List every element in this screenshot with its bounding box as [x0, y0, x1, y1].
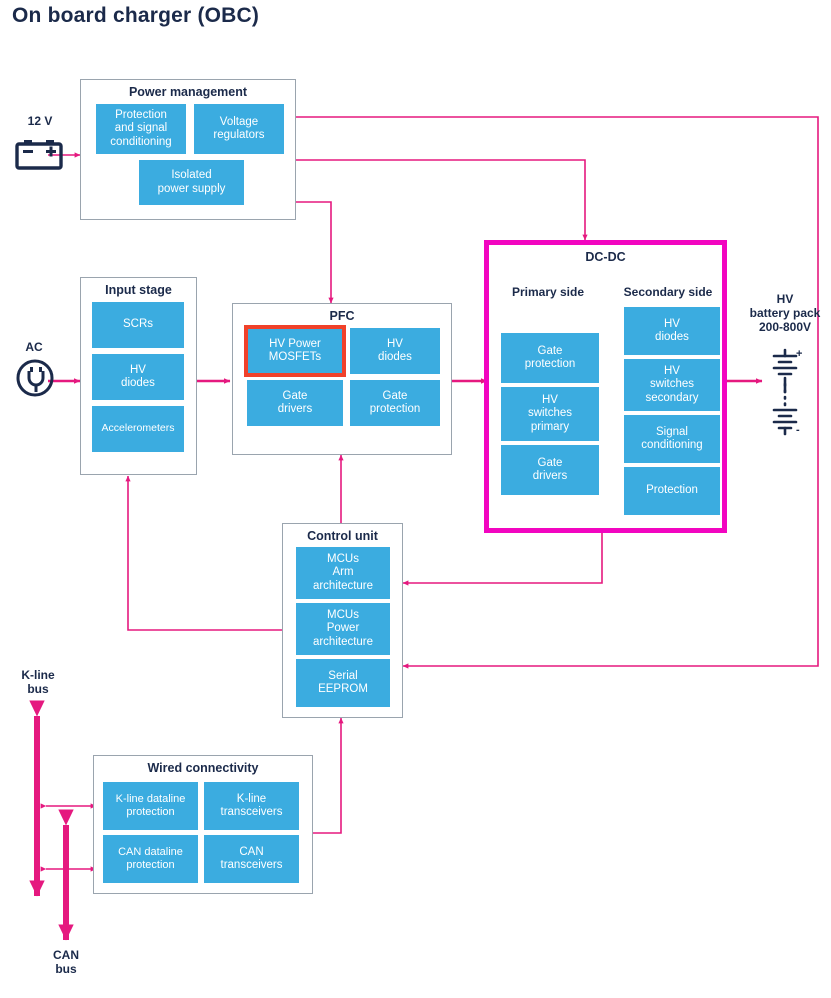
hv-battery-pack-label: HV battery pack 200-800V	[742, 292, 828, 334]
block-label: Protection	[646, 484, 698, 497]
block-label: MCUs Power architecture	[312, 608, 374, 648]
group-control-unit-title: Control unit	[307, 529, 378, 543]
block-accelerometers[interactable]: Accelerometers	[92, 406, 184, 452]
block-hv-switches-primary[interactable]: HV switches primary	[501, 387, 599, 441]
block-label: Protection and signal conditioning	[110, 108, 172, 148]
page-title: On board charger (OBC)	[12, 4, 260, 27]
hv-battery-line-2: battery pack	[749, 306, 821, 320]
group-wired-connectivity-title: Wired connectivity	[147, 761, 259, 775]
block-serial-eeprom[interactable]: Serial EEPROM	[296, 659, 390, 707]
group-pfc: PFC HV Power MOSFETs HV diodes Gate driv…	[232, 303, 452, 455]
block-label: HV switches secondary	[645, 364, 699, 404]
block-label: Accelerometers	[101, 422, 175, 435]
block-label: Voltage regulators	[213, 115, 265, 142]
block-can-dataline-protection[interactable]: CAN dataline protection	[103, 835, 198, 883]
block-scrs[interactable]: SCRs	[92, 302, 184, 348]
block-label: Gate drivers	[532, 456, 568, 483]
block-hv-diodes[interactable]: HV diodes	[350, 328, 440, 374]
block-k-line-dataline-protection[interactable]: K-line dataline protection	[103, 782, 198, 830]
can-bus-line-2: bus	[55, 962, 77, 976]
dc-input-label: 12 V	[27, 114, 53, 128]
block-k-line-transceivers[interactable]: K-line transceivers	[204, 782, 299, 830]
block-label: Serial EEPROM	[318, 669, 368, 696]
k-line-bus-line-2: bus	[27, 682, 49, 696]
svg-text:-: -	[796, 424, 800, 436]
ac-input-label: AC	[25, 340, 43, 354]
block-label: HV diodes	[655, 317, 689, 344]
block-label: Signal conditioning	[641, 425, 703, 452]
block-label: K-line transceivers	[220, 792, 283, 819]
block-label: Gate protection	[524, 344, 576, 371]
hv-battery-line-3: 200-800V	[758, 320, 812, 334]
group-input-stage-title: Input stage	[105, 283, 172, 297]
block-label: HV diodes	[378, 337, 412, 364]
block-mcus-power-architecture[interactable]: MCUs Power architecture	[296, 603, 390, 655]
group-dc-dc-title: DC-DC	[585, 250, 626, 264]
block-gate-drivers[interactable]: Gate drivers	[247, 380, 343, 426]
block-label: HV switches primary	[527, 393, 573, 433]
block-label: CAN dataline protection	[118, 845, 183, 872]
k-line-bus-line-1: K-line	[21, 668, 55, 682]
block-voltage-regulators[interactable]: Voltage regulators	[194, 104, 284, 154]
block-protection[interactable]: Protection	[624, 467, 720, 515]
ac-plug-icon	[16, 359, 54, 397]
dc-dc-secondary-side-title: Secondary side	[623, 285, 713, 299]
dc-dc-primary-side-title: Primary side	[511, 285, 585, 299]
battery-12v-icon	[15, 140, 63, 170]
block-hv-diodes[interactable]: HV diodes	[92, 354, 184, 400]
block-hv-switches-secondary[interactable]: HV switches secondary	[624, 359, 720, 411]
block-isolated-power-supply[interactable]: Isolated power supply	[139, 160, 244, 205]
block-gate-protection[interactable]: Gate protection	[501, 333, 599, 383]
group-input-stage: Input stage SCRs HV diodes Accelerometer…	[80, 277, 197, 475]
block-label: K-line dataline protection	[115, 792, 186, 819]
hv-battery-line-1: HV	[776, 292, 794, 306]
block-label: HV diodes	[121, 363, 155, 390]
block-label: SCRs	[122, 318, 154, 331]
group-power-management: Power management Protection and signal c…	[80, 79, 296, 220]
can-bus-label: CAN bus	[34, 948, 98, 976]
block-label: Gate drivers	[277, 389, 313, 416]
block-hv-diodes[interactable]: HV diodes	[624, 307, 720, 355]
group-power-management-title: Power management	[128, 85, 248, 99]
block-label: Gate protection	[369, 389, 421, 416]
k-line-bus-label: K-line bus	[6, 668, 70, 696]
block-label: HV Power MOSFETs	[268, 337, 322, 364]
group-dc-dc: DC-DC Primary side Secondary side Gate p…	[484, 240, 727, 533]
block-can-transceivers[interactable]: CAN transceivers	[204, 835, 299, 883]
block-label: Isolated power supply	[157, 169, 226, 195]
block-gate-drivers[interactable]: Gate drivers	[501, 445, 599, 495]
block-label: CAN transceivers	[220, 845, 283, 872]
group-control-unit: Control unit MCUs Arm architecture MCUs …	[282, 523, 403, 718]
block-signal-conditioning[interactable]: Signal conditioning	[624, 415, 720, 463]
can-bus-line-1: CAN	[53, 948, 79, 962]
block-protection-and-signal-conditioning[interactable]: Protection and signal conditioning	[96, 104, 186, 154]
block-gate-protection[interactable]: Gate protection	[350, 380, 440, 426]
block-label: MCUs Arm architecture	[312, 552, 374, 592]
block-mcus-arm-architecture[interactable]: MCUs Arm architecture	[296, 547, 390, 599]
group-pfc-title: PFC	[329, 309, 355, 323]
group-wired-connectivity: Wired connectivity K-line dataline prote…	[93, 755, 313, 894]
svg-text:+: +	[796, 348, 802, 360]
block-hv-power-mosfets[interactable]: HV Power MOSFETs	[244, 325, 346, 377]
hv-battery-cells-icon: + -	[772, 348, 802, 436]
